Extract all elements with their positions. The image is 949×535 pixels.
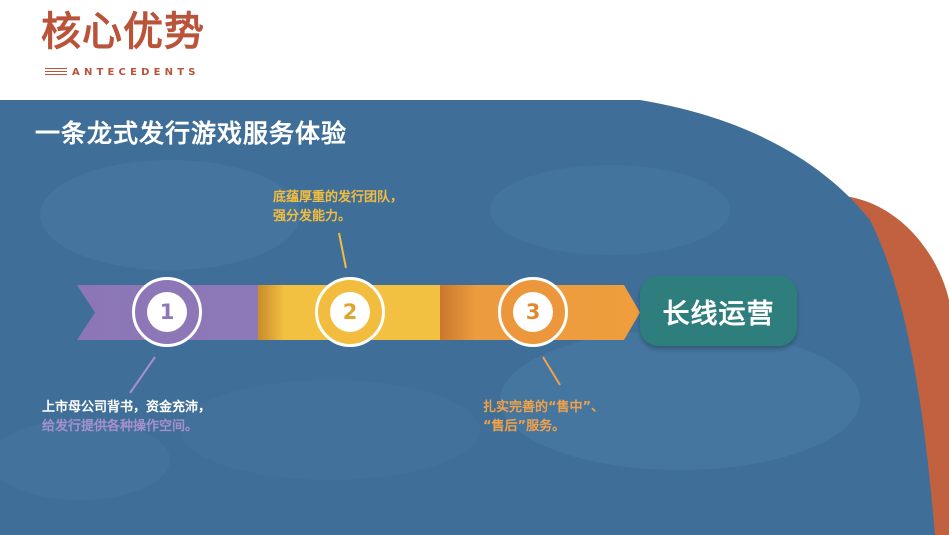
- step-3-note-line: 扎实完善的“售中”、: [483, 400, 605, 415]
- step-3-note-line: “售后”服务。: [483, 419, 566, 434]
- page-title: 核心优势: [41, 9, 205, 55]
- result-badge: 长线运营: [640, 276, 797, 346]
- step-3-number: 3: [513, 292, 553, 332]
- step-1-note-line: 上市母公司背书，资金充沛，: [42, 400, 212, 415]
- page-subtitle: ANTECEDENTS: [72, 67, 200, 78]
- texture-blob: [40, 160, 300, 270]
- step-2-number: 2: [330, 292, 370, 332]
- headline: 一条龙式发行游戏服务体验: [35, 119, 348, 148]
- texture-blob: [180, 380, 480, 480]
- step-1-number: 1: [147, 292, 187, 332]
- texture-blob: [0, 420, 170, 500]
- step-3-note: 扎实完善的“售中”、 “售后”服务。: [483, 398, 604, 436]
- step-3-badge: 3: [498, 277, 568, 347]
- texture-blob: [500, 330, 860, 470]
- step-2-badge: 2: [315, 277, 385, 347]
- subtitle-rule: [45, 68, 67, 76]
- texture-blob: [490, 165, 730, 255]
- step-2-note-line: 底蕴厚重的发行团队，: [273, 190, 404, 205]
- step-1-note: 上市母公司背书，资金充沛， 给发行提供各种操作空间。: [42, 398, 211, 436]
- step-2-note: 底蕴厚重的发行团队， 强分发能力。: [273, 188, 403, 226]
- step-1-badge: 1: [132, 277, 202, 347]
- step-1-note-line: 给发行提供各种操作空间。: [42, 419, 199, 434]
- step-2-note-line: 强分发能力。: [273, 209, 352, 224]
